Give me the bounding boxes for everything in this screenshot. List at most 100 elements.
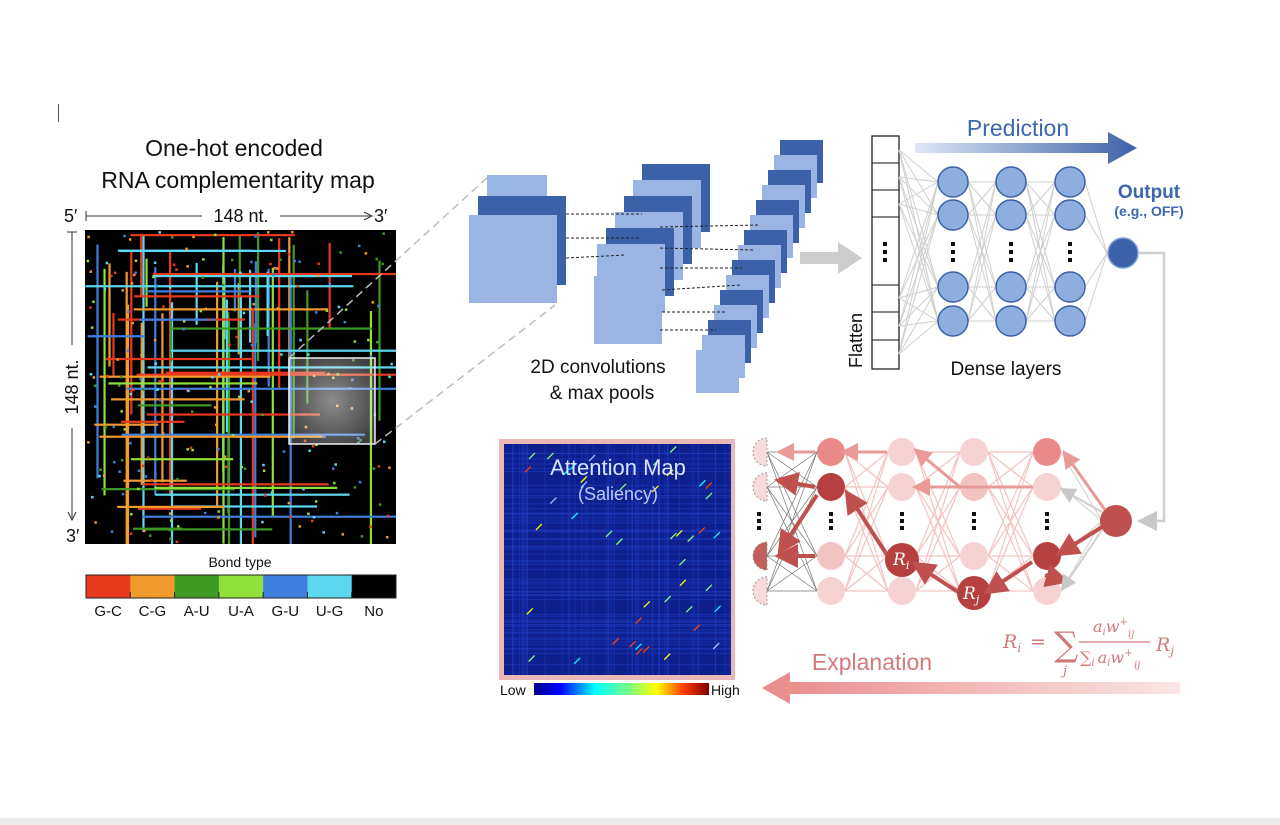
dense-edge: [898, 214, 939, 327]
attention-row: [504, 512, 731, 514]
map-stripe: [271, 267, 274, 516]
attention-map: [504, 444, 731, 675]
side-length-label: 148 nt.: [62, 359, 82, 414]
prediction-label: Prediction: [967, 115, 1069, 141]
map-dot: [376, 340, 379, 344]
map-dot: [129, 392, 133, 396]
attention-column: [592, 444, 594, 675]
map-stripe: [146, 413, 320, 416]
attention-row: [504, 624, 731, 626]
map-dot: [154, 362, 158, 365]
map-stripe: [222, 237, 225, 544]
map-dot: [116, 358, 119, 361]
node-ri-symbol: R: [892, 550, 906, 570]
map-dot: [92, 300, 95, 303]
attention-map-panel: Attention Map (Saliency) Low High: [499, 439, 740, 698]
map-dot: [388, 375, 391, 379]
map-dot: [201, 276, 204, 279]
attention-hotspot: [580, 476, 588, 483]
attention-row: [504, 495, 731, 497]
attention-hotspot: [642, 645, 650, 653]
map-dot: [213, 233, 217, 237]
legend-label-c-g: C-G: [139, 603, 167, 620]
attention-column: [544, 444, 546, 675]
map-title-line2: RNA complementarity map: [101, 167, 375, 193]
attention-hotspot: [612, 637, 620, 645]
map-dot: [110, 274, 113, 278]
map-dot: [287, 253, 291, 256]
attention-row: [504, 508, 731, 510]
expl-ellipsis-dot: [757, 512, 761, 516]
expl-ellipsis-dot: [829, 519, 833, 523]
dense-edge: [1025, 286, 1056, 322]
dense-edge: [1084, 214, 1108, 254]
map-stripe: [120, 420, 185, 423]
dense-edge: [967, 181, 997, 216]
map-dot: [331, 467, 335, 470]
attention-row: [504, 545, 731, 547]
dense-layers-label: Dense layers: [951, 359, 1062, 380]
gray-arrow: [1060, 529, 1103, 592]
map-title-line1: One-hot encoded: [145, 135, 323, 161]
flatten-ellipsis-dot: [883, 258, 887, 262]
map-dot: [242, 311, 246, 315]
map-dot: [186, 265, 189, 268]
conv3-stack: [696, 140, 823, 393]
map-dot: [344, 308, 348, 311]
attention-row: [504, 583, 731, 585]
map-stripe: [238, 234, 241, 352]
map-dot: [270, 491, 274, 494]
dense-edge: [1025, 181, 1056, 322]
attention-column: [511, 444, 513, 675]
attention-column: [678, 444, 680, 675]
map-stripe: [140, 322, 143, 485]
map-dot: [162, 305, 165, 308]
relevance-arrow: [983, 560, 1034, 595]
map-stripe: [138, 507, 202, 510]
attention-column: [658, 444, 660, 675]
map-stripe: [134, 295, 260, 298]
map-dot: [261, 520, 264, 524]
map-dot: [189, 446, 193, 450]
map-dot: [159, 399, 162, 402]
map-stripe: [101, 488, 235, 491]
dense-ellipsis-dot: [1009, 258, 1013, 262]
map-dot: [90, 326, 94, 329]
attention-row: [504, 586, 731, 588]
formula-den-w-sup: +: [1124, 648, 1132, 659]
attention-row: [504, 516, 731, 518]
attention-row: [504, 522, 731, 524]
dense-node: [995, 166, 1027, 198]
attention-row: [504, 619, 731, 621]
map-dot: [126, 349, 130, 352]
dense-node: [1054, 199, 1086, 231]
dense-ellipsis-dot: [951, 258, 955, 262]
attention-row: [504, 514, 731, 516]
attention-row: [504, 595, 731, 597]
dense-edge: [898, 181, 939, 327]
expl-node: [888, 577, 916, 605]
attention-hotspot: [563, 468, 570, 476]
legend-label-a-u: A-U: [184, 603, 210, 620]
expl-input-node: [752, 472, 768, 502]
attention-column: [608, 444, 610, 675]
dense-node: [1054, 305, 1086, 337]
map-dot: [123, 234, 126, 238]
attention-row: [504, 529, 731, 531]
map-dot: [231, 434, 235, 437]
explanation-arrow: [762, 672, 1180, 704]
map-stripe: [147, 366, 396, 369]
map-dot: [182, 320, 186, 323]
dense-edge: [967, 181, 997, 322]
formula-lhs-subscript: i: [1017, 641, 1021, 655]
map-dot: [272, 273, 275, 276]
map-dot: [156, 388, 159, 391]
attention-hotspot: [705, 482, 713, 490]
dense-edge: [898, 320, 939, 327]
map-dot: [121, 289, 125, 292]
attention-row: [504, 458, 731, 460]
map-dot: [207, 318, 210, 321]
map-dot: [185, 247, 188, 251]
map-dot: [87, 235, 90, 239]
map-dot: [311, 444, 315, 448]
